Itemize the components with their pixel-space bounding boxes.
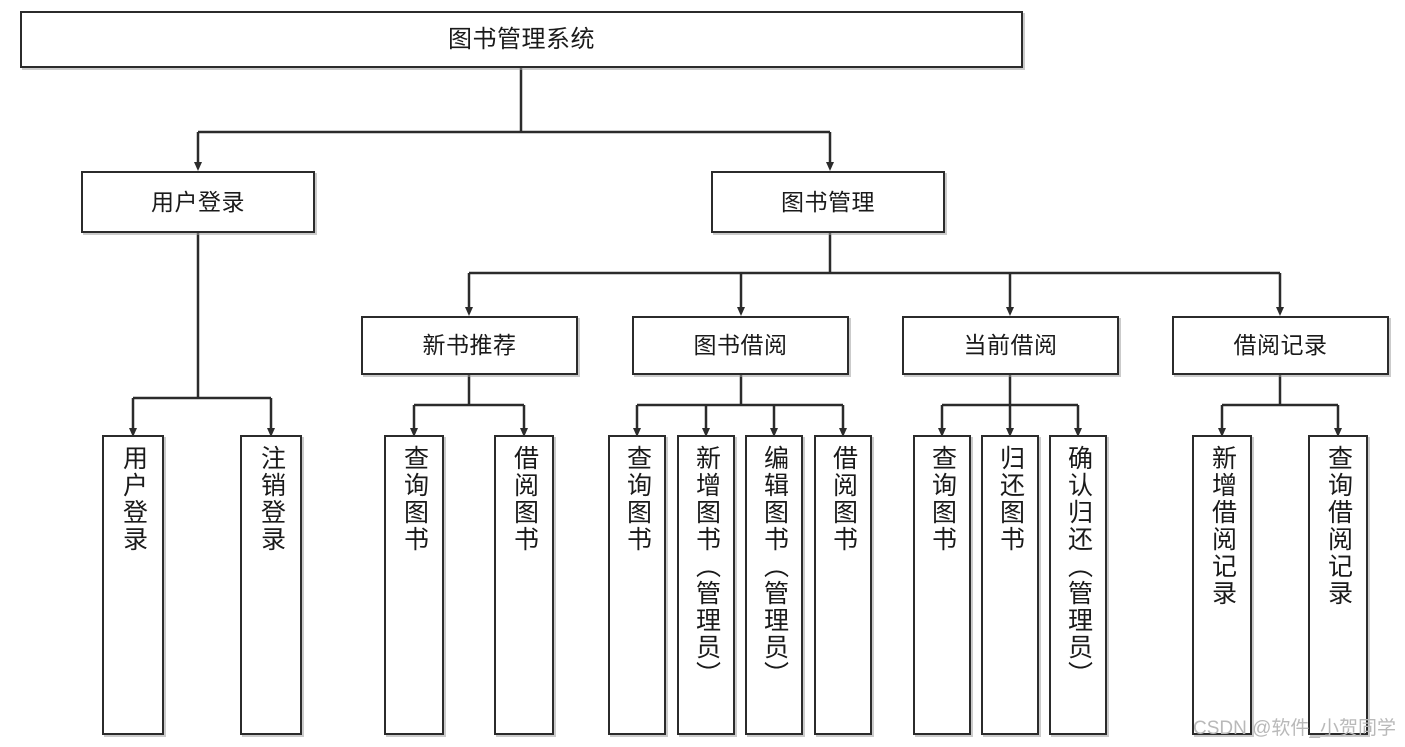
node-book-borrow[interactable]: 图书借阅 <box>632 316 849 375</box>
node-root[interactable]: 图书管理系统 <box>20 11 1023 68</box>
node-leaf-query-book-3[interactable]: 查询图书 <box>913 435 971 735</box>
node-book-manage-label: 图书管理 <box>781 188 875 215</box>
node-leaf-add-record[interactable]: 新增借阅记录 <box>1192 435 1252 735</box>
node-leaf-add-book[interactable]: 新增图书（管理员） <box>677 435 735 735</box>
node-leaf-query-record[interactable]: 查询借阅记录 <box>1308 435 1368 735</box>
node-leaf-borrow-book-2[interactable]: 借阅图书 <box>814 435 872 735</box>
csdn-watermark: CSDN @软件_小贺同学 <box>1193 718 1396 739</box>
node-leaf-logout-login[interactable]: 注销登录 <box>240 435 302 735</box>
node-leaf-return-book-label: 归还图书 <box>996 445 1025 553</box>
node-user-login[interactable]: 用户登录 <box>81 171 315 233</box>
node-leaf-logout-login-label: 注销登录 <box>257 445 286 553</box>
node-book-borrow-label: 图书借阅 <box>693 332 788 359</box>
node-new-book-recommend-label: 新书推荐 <box>422 332 517 359</box>
node-leaf-query-book-1-label: 查询图书 <box>400 445 429 553</box>
node-borrow-record-label: 借阅记录 <box>1233 332 1328 359</box>
node-current-borrow-label: 当前借阅 <box>963 332 1058 359</box>
node-leaf-query-book-2[interactable]: 查询图书 <box>608 435 666 735</box>
node-new-book-recommend[interactable]: 新书推荐 <box>361 316 578 375</box>
node-book-manage[interactable]: 图书管理 <box>711 171 945 233</box>
node-leaf-return-book[interactable]: 归还图书 <box>981 435 1039 735</box>
node-current-borrow[interactable]: 当前借阅 <box>902 316 1119 375</box>
node-leaf-query-book-3-label: 查询图书 <box>928 445 957 553</box>
node-leaf-borrow-book-1-label: 借阅图书 <box>510 445 539 553</box>
node-leaf-user-login-label: 用户登录 <box>119 445 148 553</box>
node-leaf-confirm-return-label: 确认归还（管理员） <box>1064 445 1093 688</box>
node-user-login-label: 用户登录 <box>151 188 245 215</box>
node-leaf-add-book-label: 新增图书（管理员） <box>692 445 721 688</box>
node-leaf-user-login[interactable]: 用户登录 <box>102 435 164 735</box>
node-borrow-record[interactable]: 借阅记录 <box>1172 316 1389 375</box>
node-leaf-confirm-return[interactable]: 确认归还（管理员） <box>1049 435 1107 735</box>
node-leaf-add-record-label: 新增借阅记录 <box>1208 445 1237 607</box>
node-leaf-edit-book[interactable]: 编辑图书（管理员） <box>745 435 803 735</box>
node-leaf-edit-book-label: 编辑图书（管理员） <box>760 445 789 688</box>
node-root-label: 图书管理系统 <box>448 25 595 53</box>
node-leaf-query-book-1[interactable]: 查询图书 <box>384 435 444 735</box>
node-leaf-borrow-book-2-label: 借阅图书 <box>829 445 858 553</box>
node-leaf-query-record-label: 查询借阅记录 <box>1324 445 1353 607</box>
node-leaf-query-book-2-label: 查询图书 <box>623 445 652 553</box>
node-leaf-borrow-book-1[interactable]: 借阅图书 <box>494 435 554 735</box>
